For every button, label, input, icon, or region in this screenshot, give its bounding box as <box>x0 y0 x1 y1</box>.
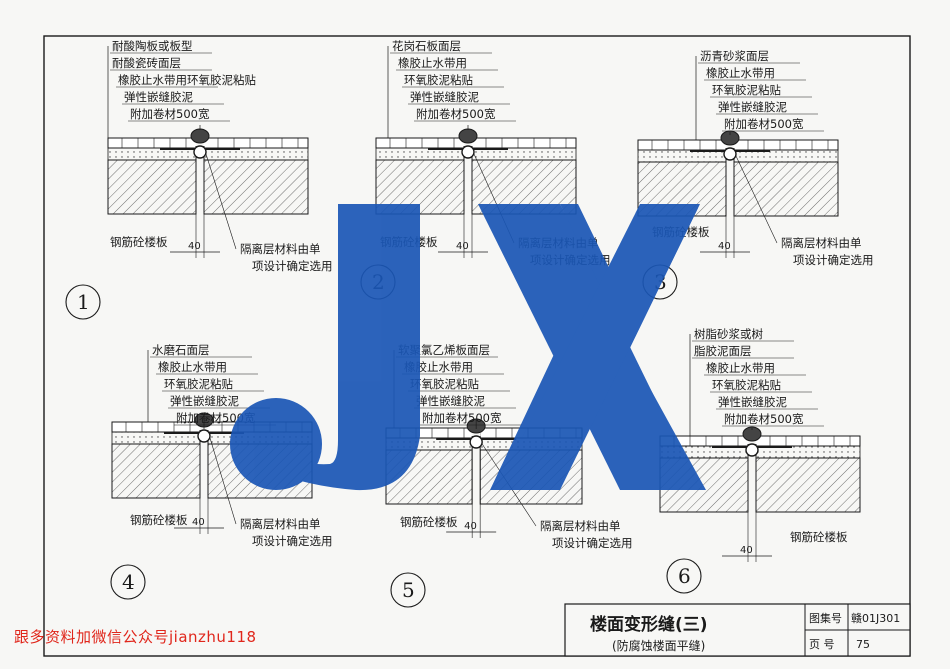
joint-gap <box>726 140 734 216</box>
dimension-value: 40 <box>188 241 201 252</box>
dimension-value: 40 <box>718 241 731 252</box>
detail-label: 软聚氯乙烯板面层 <box>398 343 490 357</box>
detail-label: 脂胶泥面层 <box>694 344 752 358</box>
dimension-value: 40 <box>192 517 205 528</box>
detail-3: 403沥青砂浆面层橡胶止水带用环氧胶泥粘贴弹性嵌缝胶泥附加卷材500宽钢筋砼楼板… <box>637 49 874 300</box>
sheet-border <box>43 35 911 657</box>
slab-right <box>203 159 309 215</box>
joint-gap <box>196 138 204 214</box>
joint-gap <box>472 428 481 504</box>
slab-note: 钢筋砼楼板 <box>400 515 458 529</box>
water-stop <box>193 145 207 159</box>
sealant-bulb <box>190 128 210 144</box>
detail-label: 弹性嵌缝胶泥 <box>718 395 787 409</box>
leader-line <box>735 155 778 244</box>
detail-number-circle <box>110 564 146 600</box>
detail-label: 耐酸瓷砖面层 <box>112 56 181 70</box>
detail-6: 40 6 树脂砂浆或树脂胶泥面层橡胶止水带用环氧胶泥粘贴弹性嵌缝胶泥附加卷材500宽… <box>659 327 861 594</box>
dimension-value: 40 <box>464 521 477 532</box>
detail-number-circle <box>390 572 426 608</box>
slab-note: 钢筋砼楼板 <box>110 235 168 249</box>
detail-label: 环氧胶泥粘贴 <box>404 73 473 87</box>
slab-right <box>755 457 861 513</box>
detail-1: 40 1 耐酸陶板或板型耐酸瓷砖面层橡胶止水带用环氧胶泥粘贴弹性嵌缝胶泥附加卷材50… <box>65 39 333 320</box>
isolation-note: 隔离层材料由单 <box>240 517 321 531</box>
isolation-note: 项设计确定选用 <box>793 253 874 267</box>
dimension-value: 40 <box>740 545 753 556</box>
detail-label: 附加卷材500宽 <box>416 107 496 121</box>
slab-note: 钢筋砼楼板 <box>790 530 848 544</box>
slab-right <box>733 161 839 217</box>
joint-gap <box>200 422 208 498</box>
isolation-note: 隔离层材料由单 <box>781 236 862 250</box>
detail-label: 沥青砂浆面层 <box>700 49 769 63</box>
isolation-note: 项设计确定选用 <box>252 534 333 548</box>
detail-label: 环氧胶泥粘贴 <box>410 377 479 391</box>
leader-line <box>205 153 237 250</box>
detail-label: 橡胶止水带用 <box>158 360 227 374</box>
detail-label: 附加卷材500宽 <box>130 107 210 121</box>
slab-note: 钢筋砼楼板 <box>130 513 188 527</box>
detail-label: 水磨石面层 <box>152 343 210 357</box>
watermark <box>230 204 706 491</box>
detail-label: 花岗石板面层 <box>392 39 461 53</box>
detail-label: 橡胶止水带用环氧胶泥粘贴 <box>118 73 256 87</box>
detail-number-circle <box>666 558 702 594</box>
joint-gap <box>748 436 756 512</box>
title-block: 楼面变形缝(三) (防腐蚀楼面平缝) 图集号 赣01J301 页 号 75 <box>564 603 911 657</box>
detail-label: 附加卷材500宽 <box>422 411 502 425</box>
detail-number: 6 <box>678 564 691 588</box>
detail-label: 环氧胶泥粘贴 <box>712 83 781 97</box>
detail-label: 耐酸陶板或板型 <box>112 39 193 53</box>
atlas-value: 赣01J301 <box>851 611 900 625</box>
watermark-dot <box>230 398 322 490</box>
water-stop <box>197 429 211 443</box>
slab-left <box>107 159 197 215</box>
water-stop <box>461 145 475 159</box>
leader-line <box>209 437 237 525</box>
detail-label: 弹性嵌缝胶泥 <box>410 90 479 104</box>
water-stop <box>723 147 737 161</box>
isolation-note: 项设计确定选用 <box>252 259 333 273</box>
sheet-subtitle: (防腐蚀楼面平缝) <box>612 638 705 653</box>
detail-label: 橡胶止水带用 <box>706 361 775 375</box>
detail-number: 1 <box>77 290 90 314</box>
detail-label: 弹性嵌缝胶泥 <box>416 394 485 408</box>
sheet-title: 楼面变形缝(三) <box>590 614 708 635</box>
page-value: 75 <box>856 638 870 651</box>
isolation-note: 隔离层材料由单 <box>240 242 321 256</box>
page-label: 页 号 <box>809 638 835 651</box>
sealant-bulb <box>742 426 762 442</box>
detail-label: 弹性嵌缝胶泥 <box>170 394 239 408</box>
footer-note: 跟多资料加微信公众号jianzhu118 <box>14 628 257 646</box>
isolation-note: 项设计确定选用 <box>552 536 633 550</box>
detail-number: 5 <box>402 578 415 602</box>
watermark-letter-j <box>262 204 420 491</box>
detail-label: 橡胶止水带用 <box>398 56 467 70</box>
dimension-value: 40 <box>456 241 469 252</box>
detail-label: 橡胶止水带用 <box>404 360 473 374</box>
detail-label: 环氧胶泥粘贴 <box>712 378 781 392</box>
detail-label: 弹性嵌缝胶泥 <box>124 90 193 104</box>
detail-number-circle <box>65 284 101 320</box>
slab-left <box>111 443 201 499</box>
detail-label: 树脂砂浆或树 <box>694 327 763 341</box>
detail-label: 橡胶止水带用 <box>706 66 775 80</box>
water-stop <box>745 443 759 457</box>
detail-label: 附加卷材500宽 <box>724 412 804 426</box>
joint-gap <box>464 138 472 214</box>
detail-number: 4 <box>122 570 135 594</box>
detail-label: 弹性嵌缝胶泥 <box>718 100 787 114</box>
atlas-label: 图集号 <box>809 611 842 625</box>
isolation-note: 隔离层材料由单 <box>540 519 621 533</box>
detail-label: 环氧胶泥粘贴 <box>164 377 233 391</box>
detail-label: 附加卷材500宽 <box>724 117 804 131</box>
water-stop <box>469 435 483 449</box>
sealant-bulb <box>458 128 478 144</box>
